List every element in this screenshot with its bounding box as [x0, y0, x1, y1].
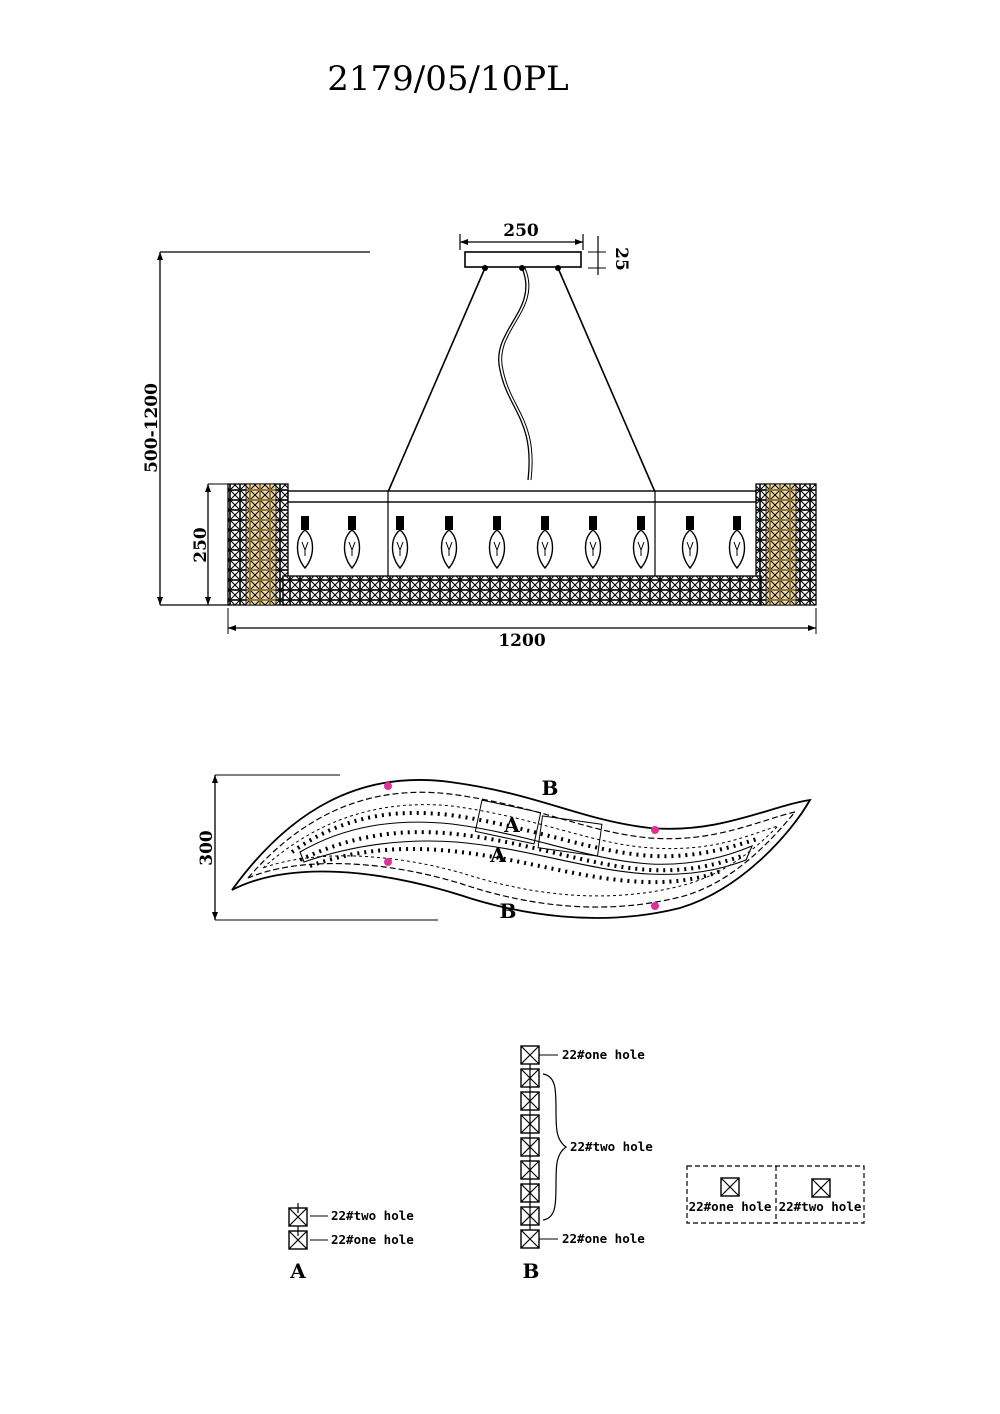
mount-point-3 — [651, 826, 659, 834]
candle-bulb-1 — [296, 515, 314, 569]
detail-b-bottom-note: 22#one hole — [562, 1231, 645, 1246]
detail-b-middle-note: 22#two hole — [570, 1139, 653, 1154]
crystal-bottom-strip — [282, 575, 762, 606]
top-view: 300 B A A B — [197, 774, 812, 923]
candle-bulb-7 — [584, 515, 602, 569]
canopy — [464, 251, 582, 268]
body-height-label: 250 — [191, 527, 211, 563]
total-height-label: 500-1200 — [142, 383, 162, 473]
hole-legend: 22#one hole 22#two hole — [686, 1165, 865, 1224]
detail-a: 22#two hole 22#one hole A — [288, 1203, 414, 1283]
candle-bulb-6 — [536, 515, 554, 569]
wave-outline — [231, 779, 812, 919]
one-hole-symbol — [720, 1177, 740, 1197]
candle-bulb-10 — [728, 515, 746, 569]
candle-bulb-4 — [440, 515, 458, 569]
label-b-top: B — [542, 776, 559, 800]
detail-a-label: A — [289, 1259, 306, 1283]
front-view: 250 25 500-1200 — [142, 221, 817, 651]
candle-bulb-2 — [343, 515, 361, 569]
depth-label: 300 — [197, 830, 217, 866]
detail-b-top-note: 22#one hole — [562, 1047, 645, 1062]
body-height-dimension: 250 — [191, 483, 232, 605]
legend-one-hole-note: 22#one hole — [689, 1199, 772, 1214]
canopy-height-label: 25 — [611, 247, 631, 271]
label-b-bottom: B — [500, 899, 517, 923]
label-a-upper: A — [503, 813, 520, 837]
top-frame-bar — [287, 490, 757, 503]
mount-point-2 — [384, 858, 392, 866]
drawing-title: 2179/05/10PL — [327, 59, 568, 99]
power-cord — [498, 267, 530, 481]
brace — [542, 1073, 568, 1221]
depth-dimension: 300 — [197, 774, 438, 921]
suspension-cable-right — [557, 267, 656, 493]
canopy-width-dimension: 250 — [459, 221, 584, 250]
detail-a-one-hole-note: 22#one hole — [331, 1232, 414, 1247]
suspension-cable-left — [387, 267, 486, 493]
candle-bulb-8 — [632, 515, 650, 569]
label-a-lower: A — [489, 843, 506, 867]
detail-b: 22#one hole 22#two hole 22#one hole B — [520, 1045, 653, 1283]
detail-a-two-hole-note: 22#two hole — [331, 1208, 414, 1223]
body-width-label: 1200 — [498, 631, 545, 651]
light-bulbs — [296, 515, 746, 569]
candle-bulb-3 — [391, 515, 409, 569]
detail-b-label: B — [523, 1259, 540, 1283]
candle-bulb-9 — [681, 515, 699, 569]
two-hole-symbol — [811, 1178, 831, 1198]
canopy-height-dimension: 25 — [588, 236, 631, 275]
mount-point-4 — [651, 902, 659, 910]
candle-bulb-5 — [488, 515, 506, 569]
body-width-dimension: 1200 — [227, 608, 817, 651]
canopy-width-label: 250 — [503, 221, 539, 241]
legend-two-hole-note: 22#two hole — [779, 1199, 862, 1214]
total-height-dimension: 500-1200 — [142, 251, 370, 606]
mount-point-1 — [384, 782, 392, 790]
